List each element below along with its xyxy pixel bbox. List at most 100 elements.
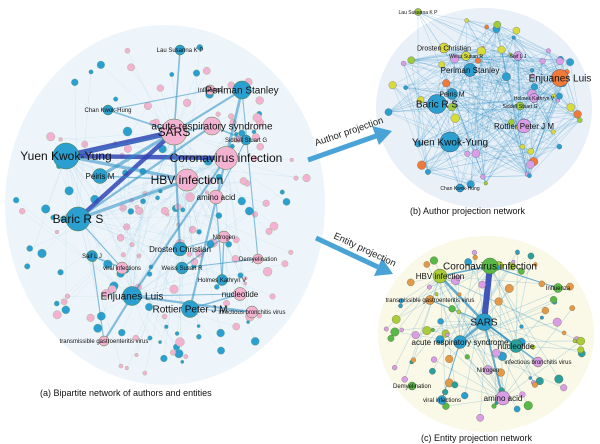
author-edge bbox=[421, 86, 535, 166]
minor-node bbox=[215, 111, 221, 117]
entity-edge bbox=[439, 275, 518, 410]
author-edge bbox=[421, 95, 554, 166]
minor-author-node bbox=[407, 56, 416, 64]
minor-author-node bbox=[551, 93, 556, 98]
author-edge bbox=[530, 71, 568, 165]
minor-node bbox=[243, 281, 248, 286]
author-edge bbox=[475, 71, 568, 154]
author-edge bbox=[482, 125, 525, 177]
entity-edge bbox=[515, 252, 518, 347]
entity-edge bbox=[390, 275, 441, 339]
label-amino: amino acid bbox=[197, 193, 236, 202]
author-edge bbox=[417, 11, 528, 175]
entity-label-tgv: transmissible gastroenteritis virus bbox=[386, 298, 475, 304]
author-edge bbox=[388, 107, 571, 113]
author-edge bbox=[530, 146, 560, 152]
label-holm: Holmes Kathryn V bbox=[198, 278, 246, 284]
minor-entity-node bbox=[566, 282, 574, 291]
entity-edge bbox=[400, 265, 491, 307]
minor-node bbox=[232, 236, 240, 244]
author-edge bbox=[411, 37, 514, 61]
minor-edge bbox=[131, 295, 199, 327]
minor-edge bbox=[77, 180, 244, 220]
author-edge bbox=[411, 58, 561, 61]
minor-node bbox=[180, 360, 185, 364]
author-edge bbox=[411, 47, 483, 61]
minor-entity-node bbox=[383, 326, 389, 332]
entity-edge-cov-infa bbox=[489, 265, 559, 289]
minor-node bbox=[24, 263, 31, 270]
minor-author-node bbox=[466, 180, 475, 189]
minor-entity-node bbox=[560, 384, 568, 392]
entity-node-hbv bbox=[432, 268, 448, 284]
minor-author-node bbox=[556, 92, 563, 100]
author-edge bbox=[451, 58, 561, 108]
author-edge bbox=[466, 20, 549, 52]
entity-edge bbox=[459, 341, 495, 407]
author-edge bbox=[511, 122, 530, 176]
minor-edge bbox=[65, 155, 150, 275]
node-demy bbox=[252, 253, 264, 265]
entity-node-demy bbox=[407, 381, 417, 391]
minor-edge bbox=[77, 218, 122, 367]
minor-edge bbox=[114, 143, 133, 297]
minor-author-node bbox=[550, 129, 556, 135]
minor-author-node bbox=[511, 35, 516, 40]
minor-entity-node bbox=[523, 401, 533, 411]
minor-node bbox=[174, 349, 184, 359]
author-label-sidd: Siddell Stuart G bbox=[502, 104, 537, 110]
minor-node bbox=[147, 335, 153, 341]
minor-node bbox=[174, 331, 180, 336]
node-sidd bbox=[240, 134, 252, 146]
minor-edge bbox=[186, 179, 267, 204]
author-edge bbox=[403, 63, 532, 152]
author-edge bbox=[497, 24, 581, 121]
edge-baric-sars bbox=[75, 129, 177, 222]
node-ibv bbox=[245, 305, 259, 319]
author-edge bbox=[388, 64, 442, 113]
author-edge bbox=[392, 84, 453, 95]
author-edge bbox=[405, 87, 532, 95]
author-edge bbox=[405, 87, 429, 172]
minor-entity-node bbox=[435, 335, 445, 345]
minor-edge bbox=[173, 131, 256, 342]
node-saif bbox=[86, 250, 98, 262]
minor-entity-node bbox=[407, 278, 415, 287]
entity-node-ibv bbox=[532, 356, 544, 368]
edge-yuen-cov bbox=[63, 153, 229, 161]
author-label-rott: Rottier Peter J M bbox=[494, 122, 554, 131]
minor-author-node bbox=[450, 54, 460, 64]
author-edge bbox=[465, 55, 567, 73]
minor-edge bbox=[65, 155, 307, 179]
author-edge bbox=[482, 48, 519, 128]
node-cov bbox=[214, 146, 238, 170]
minor-node bbox=[156, 84, 164, 92]
author-edge bbox=[417, 106, 453, 145]
minor-node bbox=[143, 102, 152, 110]
minor-entity-node bbox=[387, 335, 395, 342]
minor-node bbox=[186, 251, 193, 257]
panel-a-background bbox=[5, 25, 325, 385]
entity-edge bbox=[467, 261, 517, 347]
minor-author-node bbox=[425, 168, 431, 175]
author-edge bbox=[467, 54, 511, 154]
minor-node bbox=[245, 206, 254, 216]
author-edge bbox=[518, 58, 561, 128]
minor-node bbox=[108, 285, 117, 294]
minor-entity-node bbox=[464, 258, 472, 266]
node-enju bbox=[122, 286, 142, 306]
author-edge bbox=[454, 58, 487, 184]
minor-node bbox=[127, 63, 135, 72]
minor-edge bbox=[65, 155, 193, 230]
label-hbv: HBV infection bbox=[151, 173, 224, 187]
entity-label-infa: Influenza bbox=[546, 286, 571, 292]
minor-node bbox=[193, 69, 201, 77]
minor-entity-node bbox=[410, 357, 417, 363]
minor-entity-node bbox=[442, 389, 449, 396]
author-edge bbox=[475, 48, 483, 154]
minor-entity-node bbox=[552, 317, 562, 327]
author-edge bbox=[417, 11, 467, 21]
minor-node bbox=[160, 206, 169, 215]
minor-edge bbox=[56, 179, 188, 304]
